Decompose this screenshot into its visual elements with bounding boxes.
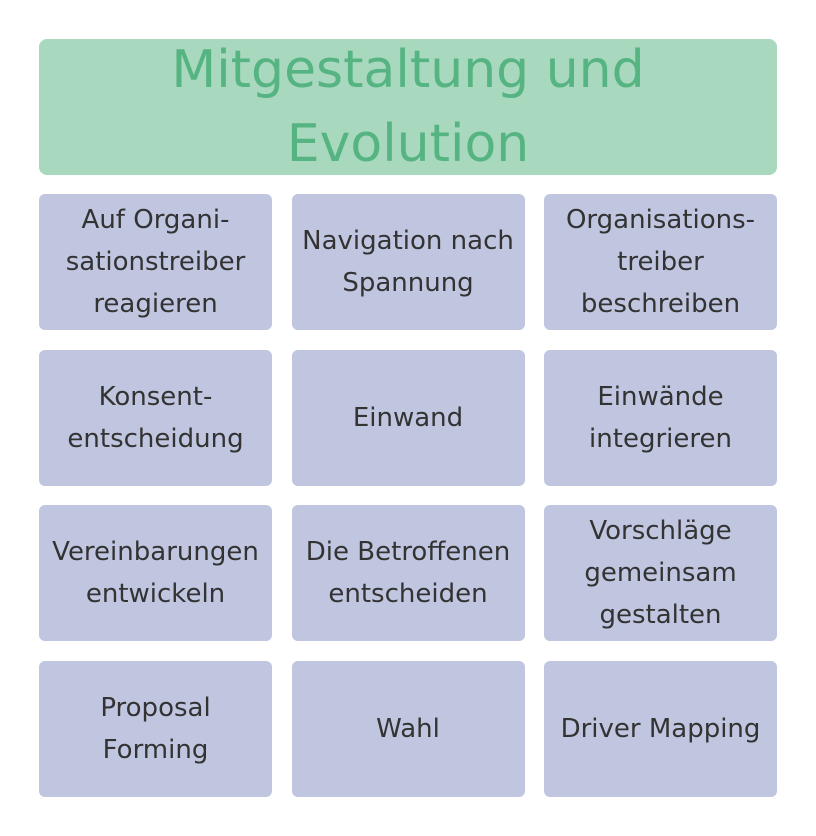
pattern-tile-label: Die Betroffenen entscheiden — [305, 537, 511, 609]
pattern-tile-label: Konsent- entscheidung — [67, 381, 244, 454]
pattern-tile[interactable]: Vereinbarungen entwickeln — [39, 505, 272, 641]
pattern-tile-label: Einwand — [352, 402, 464, 433]
pattern-tile-label: Auf Organi- sationstreiber reagieren — [65, 205, 246, 319]
pattern-tile[interactable]: Vorschläge gemeinsam gestalten — [544, 505, 777, 641]
pattern-tile[interactable]: Driver Mapping — [544, 660, 777, 797]
pattern-grid: Auf Organi- sationstreiber reagieren Nav… — [39, 194, 777, 797]
header-title: Mitgestaltung und Evolution — [171, 40, 645, 174]
pattern-tile-label: Vorschläge gemeinsam gestalten — [584, 516, 737, 630]
header-banner: Mitgestaltung und Evolution — [39, 39, 777, 175]
pattern-tile[interactable]: Wahl — [291, 660, 525, 797]
pattern-tile-label: Vereinbarungen entwickeln — [52, 537, 259, 609]
pattern-tile[interactable]: Navigation nach Spannung — [291, 194, 525, 330]
pattern-tile[interactable]: Organisations- treiber beschreiben — [544, 194, 777, 330]
pattern-tile-label: Driver Mapping — [560, 713, 761, 744]
pattern-tile[interactable]: Konsent- entscheidung — [39, 349, 272, 486]
pattern-tile-label: Einwände integrieren — [589, 381, 732, 454]
pattern-tile[interactable]: Einwand — [291, 349, 525, 486]
pattern-tile[interactable]: Auf Organi- sationstreiber reagieren — [39, 194, 272, 330]
pattern-tile-label: Navigation nach Spannung — [302, 226, 514, 298]
pattern-tile-label: Proposal Forming — [100, 692, 211, 765]
pattern-tile[interactable]: Die Betroffenen entscheiden — [291, 505, 525, 641]
pattern-tile-label: Organisations- treiber beschreiben — [565, 205, 756, 319]
pattern-tile-label: Wahl — [376, 713, 440, 744]
pattern-tile[interactable]: Proposal Forming — [39, 660, 272, 797]
pattern-tile[interactable]: Einwände integrieren — [544, 349, 777, 486]
